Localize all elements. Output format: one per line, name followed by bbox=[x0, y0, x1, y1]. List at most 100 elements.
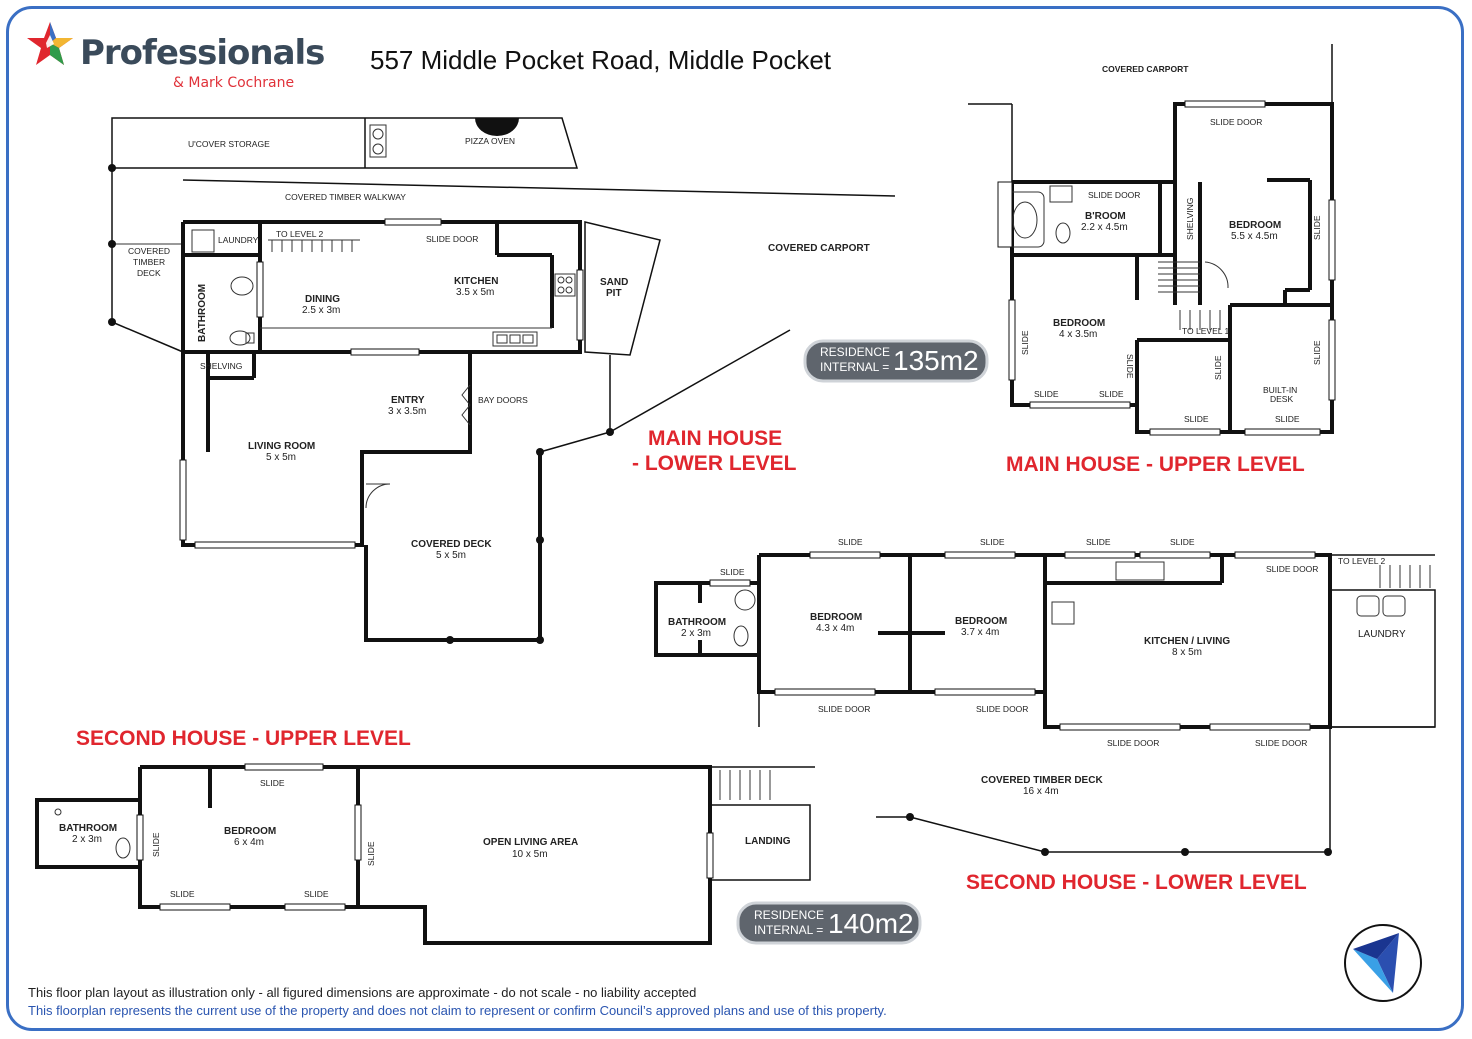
su-slide-3: SLIDE bbox=[304, 889, 329, 899]
covered-deck-dim: 5 x 5m bbox=[436, 550, 466, 561]
residence-badge-main: RESIDENCE INTERNAL = 135m2 bbox=[803, 339, 989, 383]
page-title: 557 Middle Pocket Road, Middle Pocket bbox=[370, 45, 832, 75]
compass-icon bbox=[1344, 924, 1422, 1002]
main-house-upper-plan: COVERED CARPORT SLIDE DOOR SLIDE DOOR B'… bbox=[968, 44, 1336, 436]
built-in-desk-2: DESK bbox=[1270, 394, 1293, 404]
to-level1-label: TO LEVEL 1 bbox=[1182, 326, 1230, 336]
sl-slide-door-2: SLIDE DOOR bbox=[818, 704, 870, 714]
su-living-dim: 10 x 5m bbox=[512, 849, 548, 860]
bay-doors-label: BAY DOORS bbox=[478, 395, 528, 405]
residence-badge-second: RESIDENCE INTERNAL = 140m2 bbox=[736, 901, 922, 945]
broom-slide-door: SLIDE DOOR bbox=[1088, 190, 1140, 200]
to-level2-label: TO LEVEL 2 bbox=[276, 229, 324, 239]
upper-carport-label: COVERED CARPORT bbox=[1102, 64, 1189, 74]
sl-laundry-label: LAUNDRY bbox=[1358, 629, 1406, 640]
disclaimer-line2: This floorplan represents the current us… bbox=[28, 1003, 887, 1018]
su-bathroom-dim: 2 x 3m bbox=[72, 834, 102, 845]
su-slide-5: SLIDE bbox=[366, 841, 376, 866]
badge-main-value: 135m2 bbox=[893, 345, 979, 376]
sl-slide-door-1: SLIDE DOOR bbox=[1266, 564, 1318, 574]
sl-slide-4: SLIDE bbox=[1086, 537, 1111, 547]
upper-bedroom2-label: BEDROOM bbox=[1053, 318, 1105, 329]
sl-bedroom1-label: BEDROOM bbox=[810, 612, 862, 623]
upper-bedroom1-dim: 5.5 x 4.5m bbox=[1231, 231, 1278, 242]
main-lower-heading-2: - LOWER LEVEL bbox=[632, 452, 797, 475]
sl-kitchen-dim: 8 x 5m bbox=[1172, 647, 1202, 658]
main-lower-heading-1: MAIN HOUSE bbox=[648, 427, 782, 450]
sand-pit-label-1: SAND bbox=[600, 277, 628, 288]
sl-bedroom1-dim: 4.3 x 4m bbox=[816, 623, 854, 634]
badge-second-value: 140m2 bbox=[828, 908, 914, 939]
dining-label: DINING bbox=[305, 294, 340, 305]
kitchen-dim: 3.5 x 5m bbox=[456, 287, 494, 298]
timber-deck-label-2: TIMBER bbox=[133, 257, 165, 267]
badge-second-label1: RESIDENCE bbox=[754, 908, 824, 922]
sl-slide-3: SLIDE bbox=[980, 537, 1005, 547]
upper-slide-9: SLIDE bbox=[1312, 340, 1322, 365]
ucover-storage-label: U'COVER STORAGE bbox=[188, 139, 270, 149]
star-icon bbox=[27, 22, 73, 65]
upper-bedroom1-label: BEDROOM bbox=[1229, 220, 1281, 231]
brand-subtitle: & Mark Cochrane bbox=[173, 75, 294, 91]
su-living-label: OPEN LIVING AREA bbox=[483, 837, 578, 848]
sl-slide-1: SLIDE bbox=[720, 567, 745, 577]
sl-to-level2: TO LEVEL 2 bbox=[1338, 556, 1386, 566]
sl-slide-door-4: SLIDE DOOR bbox=[1107, 738, 1159, 748]
badge-main-label1: RESIDENCE bbox=[820, 345, 890, 359]
kitchen-label: KITCHEN bbox=[454, 276, 498, 287]
main-upper-heading: MAIN HOUSE - UPPER LEVEL bbox=[1006, 453, 1305, 476]
slide-door-label: SLIDE DOOR bbox=[426, 234, 478, 244]
covered-deck-label: COVERED DECK bbox=[411, 539, 492, 550]
sl-bathroom-dim: 2 x 3m bbox=[681, 628, 711, 639]
second-house-lower-plan: SLIDE SLIDE SLIDE SLIDE SLIDE SLIDE DOOR… bbox=[654, 537, 1436, 856]
badge-main-label2: INTERNAL = bbox=[820, 360, 889, 374]
upper-slide-door-top: SLIDE DOOR bbox=[1210, 117, 1262, 127]
sl-bedroom2-label: BEDROOM bbox=[955, 616, 1007, 627]
upper-slide-1: SLIDE bbox=[1034, 389, 1059, 399]
brand-logo: Professionals & Mark Cochrane bbox=[27, 22, 325, 91]
carport-label: COVERED CARPORT bbox=[768, 243, 870, 254]
timber-deck-label-3: DECK bbox=[137, 268, 161, 278]
upper-slide-6: SLIDE bbox=[1125, 354, 1135, 379]
sl-deck-dim: 16 x 4m bbox=[1023, 786, 1059, 797]
su-bedroom-label: BEDROOM bbox=[224, 826, 276, 837]
sl-bathroom-label: BATHROOM bbox=[668, 617, 726, 628]
upper-shelving: SHELVING bbox=[1185, 198, 1195, 240]
disclaimer-line1: This floor plan layout as illustration o… bbox=[28, 985, 696, 1000]
upper-slide-3: SLIDE bbox=[1184, 414, 1209, 424]
su-landing-label: LANDING bbox=[745, 836, 791, 847]
second-lower-heading: SECOND HOUSE - LOWER LEVEL bbox=[966, 871, 1307, 894]
main-house-lower-plan: U'COVER STORAGE PIZZA OVEN COVERED TIMBE… bbox=[108, 117, 896, 644]
badge-second-label2: INTERNAL = bbox=[754, 923, 823, 937]
upper-slide-2: SLIDE bbox=[1099, 389, 1124, 399]
built-in-desk-1: BUILT-IN bbox=[1263, 385, 1297, 395]
entry-dim: 3 x 3.5m bbox=[388, 406, 426, 417]
timber-deck-label-1: COVERED bbox=[128, 246, 170, 256]
broom-dim: 2.2 x 4.5m bbox=[1081, 222, 1128, 233]
sl-slide-door-3: SLIDE DOOR bbox=[976, 704, 1028, 714]
su-bedroom-dim: 6 x 4m bbox=[234, 837, 264, 848]
page-border bbox=[6, 6, 1464, 1031]
su-slide-1: SLIDE bbox=[260, 778, 285, 788]
upper-slide-7: SLIDE bbox=[1213, 355, 1223, 380]
laundry-label: LAUNDRY bbox=[218, 235, 259, 245]
second-upper-heading: SECOND HOUSE - UPPER LEVEL bbox=[76, 727, 411, 750]
bathroom-label: BATHROOM bbox=[197, 284, 208, 342]
sl-kitchen-label: KITCHEN / LIVING bbox=[1144, 636, 1230, 647]
su-bathroom-label: BATHROOM bbox=[59, 823, 117, 834]
sl-bedroom2-dim: 3.7 x 4m bbox=[961, 627, 999, 638]
entry-label: ENTRY bbox=[391, 395, 425, 406]
upper-slide-5: SLIDE bbox=[1020, 330, 1030, 355]
dining-dim: 2.5 x 3m bbox=[302, 305, 340, 316]
sl-slide-2: SLIDE bbox=[838, 537, 863, 547]
pizza-oven-label: PIZZA OVEN bbox=[465, 136, 515, 146]
su-slide-4: SLIDE bbox=[151, 832, 161, 857]
sl-slide-door-5: SLIDE DOOR bbox=[1255, 738, 1307, 748]
upper-slide-4: SLIDE bbox=[1275, 414, 1300, 424]
second-house-upper-plan: BATHROOM 2 x 3m BEDROOM 6 x 4m OPEN LIVI… bbox=[35, 763, 815, 945]
sand-pit-label-2: PIT bbox=[606, 288, 622, 299]
brand-name: Professionals bbox=[80, 33, 324, 73]
living-dim: 5 x 5m bbox=[266, 452, 296, 463]
walkway-label: COVERED TIMBER WALKWAY bbox=[285, 192, 406, 202]
